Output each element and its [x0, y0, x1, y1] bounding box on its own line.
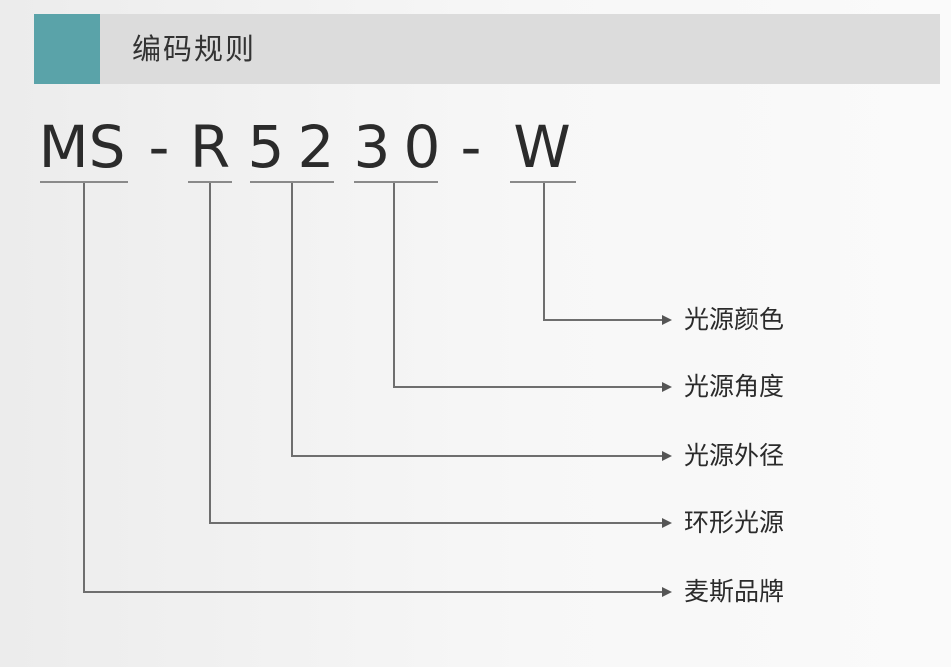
label-light-angle: 光源角度 [684, 372, 785, 401]
arrowhead-angle [662, 382, 672, 392]
label-brand: 麦斯品牌 [684, 577, 785, 606]
code-digit-4: 0 [403, 113, 441, 181]
brand-underline [40, 181, 128, 183]
connector-diameter [291, 183, 664, 457]
code-digit-1: 5 [247, 113, 285, 181]
code-color: W [513, 113, 571, 181]
label-light-diameter: 光源外径 [684, 441, 785, 470]
connector-angle [393, 183, 664, 388]
arrowhead-color [662, 315, 672, 325]
code-shape: R [189, 113, 231, 181]
code-dash-2: - [460, 113, 482, 181]
diameter-underline [250, 181, 334, 183]
connector-brand [83, 183, 664, 593]
code-digit-2: 2 [297, 113, 335, 181]
arrowhead-shape [662, 518, 672, 528]
section-header: 编码规则 [34, 14, 940, 84]
angle-underline [354, 181, 438, 183]
label-light-color: 光源颜色 [684, 305, 785, 334]
code-dash-1: - [148, 113, 170, 181]
code-brand: MS [38, 113, 126, 181]
connector-shape [209, 183, 664, 524]
label-ring-light: 环形光源 [684, 508, 785, 537]
arrowhead-brand [662, 587, 672, 597]
connector-color [543, 183, 664, 321]
header-accent-block [34, 14, 100, 84]
shape-underline [188, 181, 232, 183]
arrowhead-diameter [662, 451, 672, 461]
code-digit-3: 3 [353, 113, 391, 181]
header-title: 编码规则 [132, 32, 257, 66]
color-underline [510, 181, 576, 183]
